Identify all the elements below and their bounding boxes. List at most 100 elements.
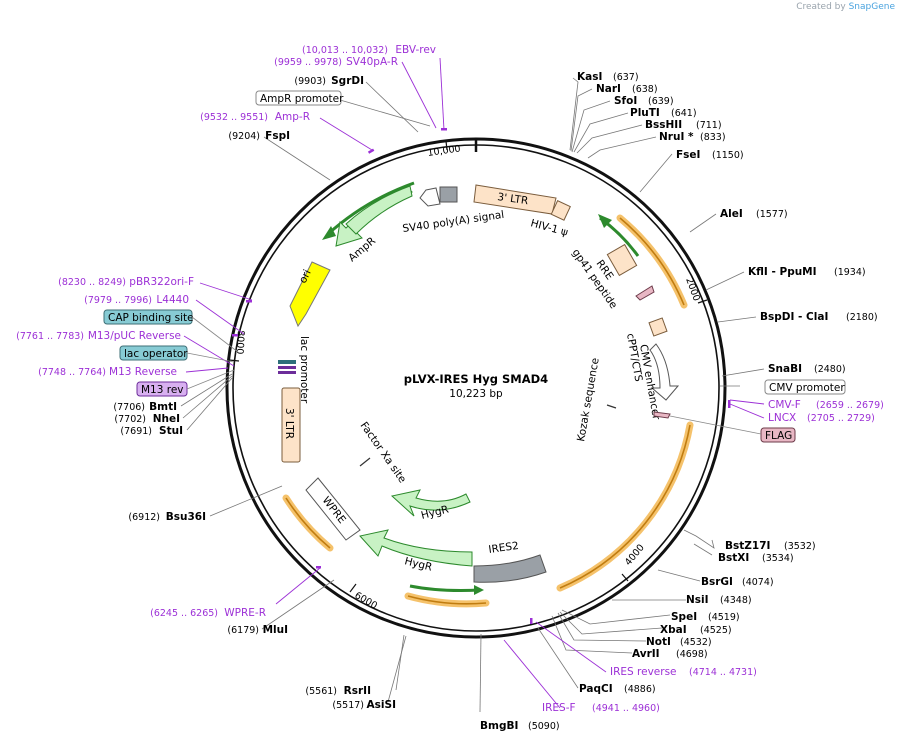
lac-promoter-label: lac promoter <box>298 336 310 404</box>
enzyme-name: NruI * <box>659 131 694 143</box>
enzyme-name: NsiI <box>686 594 709 606</box>
enzyme-pos: (4074) <box>742 577 774 588</box>
green-arrows <box>322 181 640 595</box>
primer-name: L4440 <box>156 294 189 306</box>
credit-brand: SnapGene <box>848 2 895 12</box>
enzyme-name: SgrDI <box>331 75 364 87</box>
ltr3-top-label: 3' LTR <box>497 191 529 207</box>
hygr-outer-feature <box>359 529 473 567</box>
m13-mark-2 <box>278 371 296 374</box>
enzyme-pos: (9204) <box>228 131 260 142</box>
primer-pos: (9532 .. 9551) <box>200 112 268 123</box>
primer-pos: (10,013 .. 10,032) <box>302 45 388 56</box>
enzyme-pos: (2180) <box>846 312 878 323</box>
enzyme-pos: (6912) <box>128 512 160 523</box>
sv40-feature <box>439 186 458 203</box>
enzyme-pos: (1150) <box>712 150 744 161</box>
primer-name: EBV-rev <box>395 44 436 56</box>
enzyme-pos: (833) <box>700 132 726 143</box>
enzyme-name: SfoI <box>614 95 637 107</box>
enzyme-pos: (9903) <box>294 76 326 87</box>
primer-name: pBR322ori-F <box>129 276 194 288</box>
tick-8000: 8000 <box>234 330 246 355</box>
enzyme-labels-left: AsiSI (5517) RsrII (5561) MluI (6179) Bs… <box>113 75 396 711</box>
enzyme-pos: (1934) <box>834 267 866 278</box>
primer-name: M13/pUC Reverse <box>88 330 181 342</box>
enzyme-name: StuI <box>159 425 183 437</box>
primer-name: Amp-R <box>275 111 310 123</box>
enzyme-pos: (1577) <box>756 209 788 220</box>
enzyme-name: SpeI <box>671 611 697 623</box>
enzyme-name: KflI - PpuMI <box>748 266 817 278</box>
ori-feature <box>289 261 331 328</box>
ampr-promoter-feature <box>419 187 441 207</box>
factor-xa-feature <box>359 457 371 467</box>
primer-name: IRES reverse <box>610 666 677 678</box>
enzyme-name: Bsu36I <box>166 511 206 523</box>
enzyme-labels: KasI (637) NarI (638) SfoI (639) PluTI (… <box>480 71 878 732</box>
primer-name: WPRE-R <box>224 607 266 619</box>
tick-10000: 10,000 <box>427 143 461 159</box>
cmv-enhancer-feature <box>649 343 680 401</box>
credit-prefix: Created by <box>796 2 846 12</box>
enzyme-pos: (639) <box>648 96 674 107</box>
m13-rev-box: M13 rev <box>141 384 184 396</box>
enzyme-pos: (7702) <box>114 414 146 425</box>
enzyme-name: BmtI <box>149 401 177 413</box>
enzyme-pos: (4886) <box>624 684 656 695</box>
enzyme-name: BstZ17I <box>725 540 770 552</box>
wpre-feature <box>305 477 361 541</box>
primer-pos: (9959 .. 9978) <box>274 57 342 68</box>
orf-highlights <box>282 214 694 608</box>
enzyme-name: BssHII <box>645 119 682 131</box>
rre-feature <box>606 243 638 277</box>
hygr-inner-feature <box>390 489 471 517</box>
enzyme-pos: (6179) <box>227 625 259 636</box>
enzyme-pos: (711) <box>696 120 722 131</box>
enzyme-name: RsrII <box>344 685 371 697</box>
plasmid-name: pLVX-IRES Hyg SMAD4 <box>404 372 548 386</box>
kozak-feature <box>606 404 617 409</box>
primer-name: M13 Reverse <box>109 366 177 378</box>
enzyme-name: FspI <box>265 130 290 142</box>
hiv-psi-label: HIV-1 ψ <box>529 217 569 239</box>
primer-labels: EBV-rev (10,013 .. 10,032) SV40pA-R (995… <box>16 44 884 714</box>
ires2-label: IRES2 <box>488 540 520 556</box>
enzyme-name: KasI <box>577 71 602 83</box>
enzyme-name: FseI <box>676 149 700 161</box>
enzyme-name: NheI <box>153 413 180 425</box>
boxed-labels: AmpR promoter CAP binding site lac opera… <box>103 90 846 443</box>
factor-xa-label: Factor Xa site <box>358 420 409 485</box>
enzyme-pos: (7706) <box>113 402 145 413</box>
enzyme-name: PluTI <box>630 107 660 119</box>
ampr-promoter-box: AmpR promoter <box>260 93 344 105</box>
snapgene-credit: Created by SnapGene <box>796 2 895 12</box>
enzyme-name: BsrGI <box>701 576 733 588</box>
ltr3-left-label: 3' LTR <box>283 408 295 439</box>
primer-name: IRES-F <box>542 702 576 714</box>
enzyme-pos: (5517) <box>332 700 364 711</box>
primer-name: CMV-F <box>768 399 801 411</box>
primer-name: SV40pA-R <box>346 56 398 68</box>
flag-feature <box>653 411 671 419</box>
enzyme-name: XbaI <box>660 624 687 636</box>
enzyme-name: MluI <box>263 624 288 636</box>
gp41-feature <box>635 285 655 301</box>
enzyme-pos: (4348) <box>720 595 752 606</box>
enzyme-name: SnaBI <box>768 363 802 375</box>
primer-pos: (7761 .. 7783) <box>16 331 84 342</box>
enzyme-pos: (641) <box>671 108 697 119</box>
enzyme-name: AleI <box>720 208 743 220</box>
m13-mark <box>278 366 296 369</box>
enzyme-pos: (638) <box>632 84 658 95</box>
enzyme-pos: (637) <box>613 72 639 83</box>
cppt-feature <box>648 317 668 337</box>
enzyme-name: AsiSI <box>367 699 396 711</box>
primer-leaders <box>183 57 765 709</box>
enzyme-pos: (4698) <box>676 649 708 660</box>
enzyme-pos: (7691) <box>120 426 152 437</box>
primer-pos: (4941 .. 4960) <box>592 703 660 714</box>
enzyme-name: BspDI - ClaI <box>760 311 828 323</box>
primer-pos: (2659 .. 2679) <box>816 400 884 411</box>
